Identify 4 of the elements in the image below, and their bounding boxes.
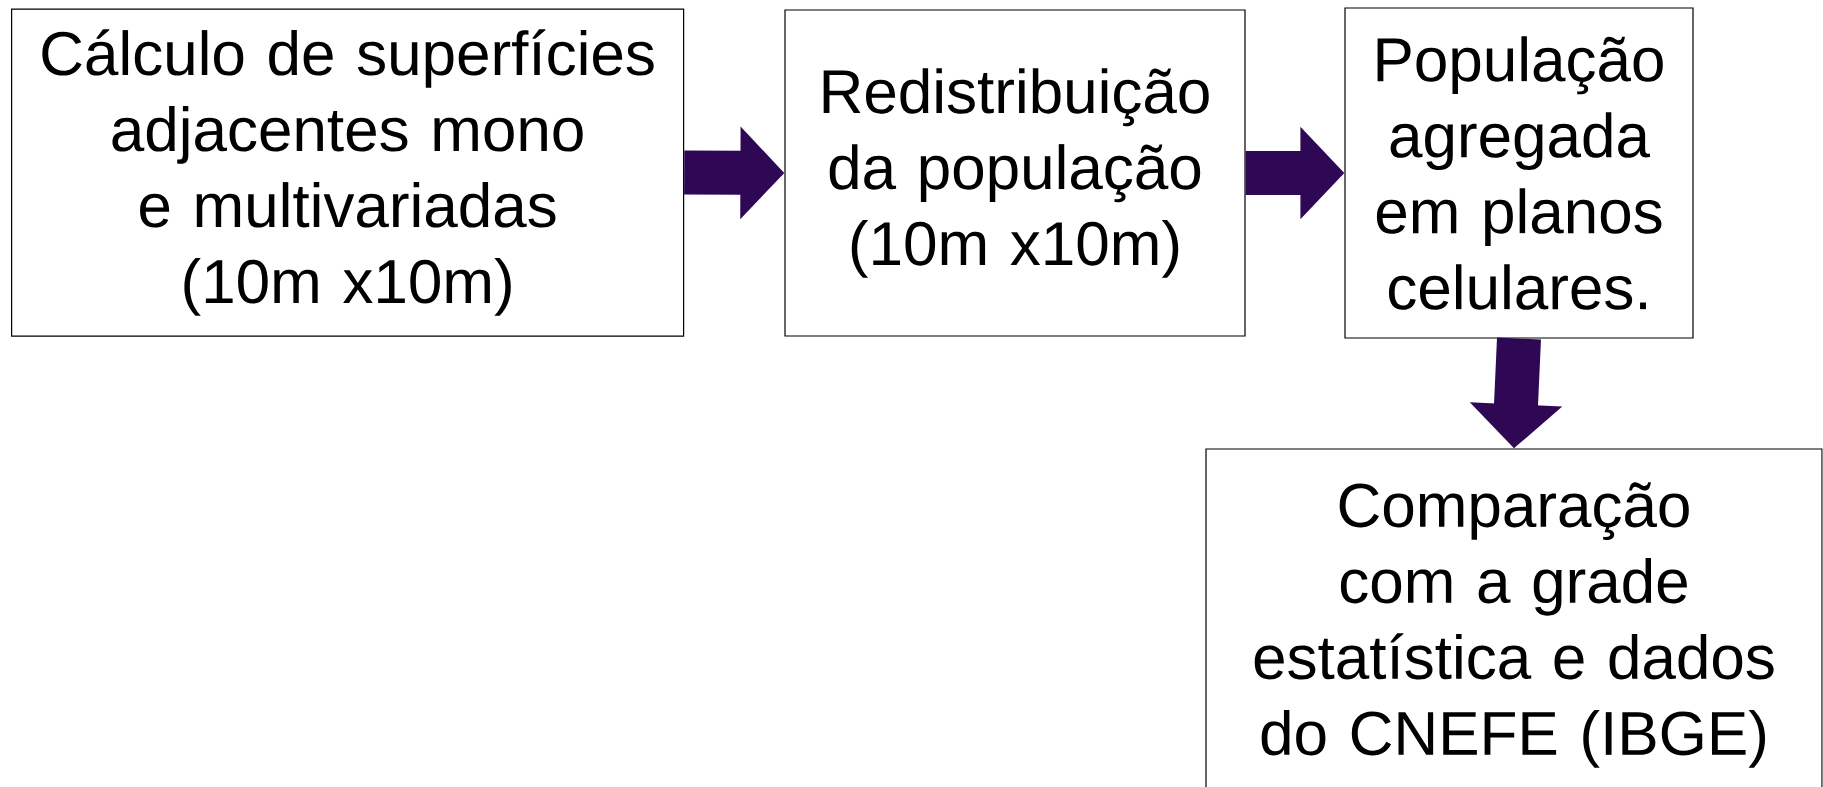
process-box: Comparação com a grade estatística e dados do CNEFE (IBGE) <box>1205 448 1823 787</box>
process-box: População agregada em planos celulares. <box>1344 7 1694 339</box>
process-box: Redistribuição da população (10m x10m) <box>784 9 1246 337</box>
process-box: Cálculo de superfícies adjacentes mono e multivariadas (10m x10m) <box>11 8 685 337</box>
